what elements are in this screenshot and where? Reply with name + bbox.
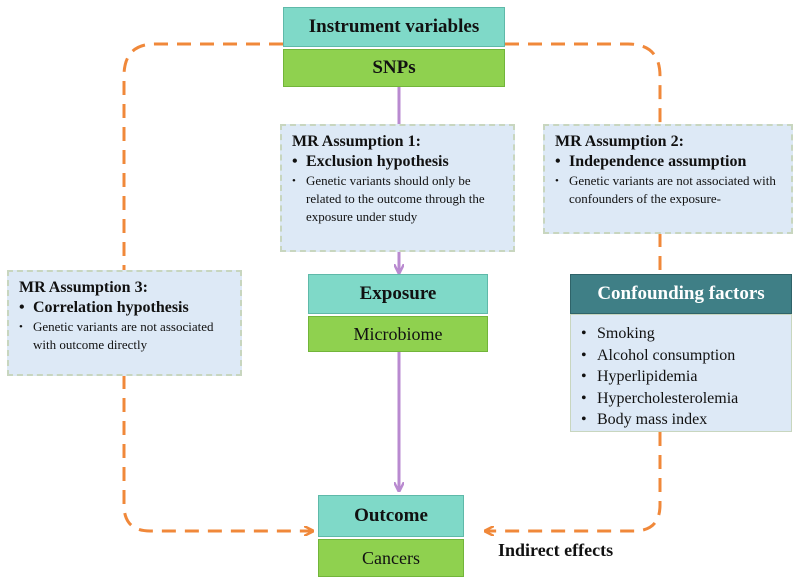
bullet-icon: • [581, 411, 587, 428]
outcome-box: Outcome [318, 495, 464, 537]
dashed-path-left [122, 42, 283, 270]
microbiome-box: Microbiome [308, 316, 488, 352]
dashed-path-right [505, 42, 662, 124]
dashed-path-right-lower [486, 432, 662, 531]
outcome-title: Outcome [354, 505, 428, 526]
assumption-1-description: Genetic variants should only be related … [306, 173, 485, 224]
bullet-icon: • [555, 153, 561, 170]
confounder-smoking: Smoking [597, 325, 655, 342]
cancers-box: Cancers [318, 539, 464, 577]
bullet-icon: • [555, 175, 559, 187]
confounder-bmi: Body mass index [597, 411, 708, 428]
list-item: • Hyperlipidemia [581, 366, 781, 388]
confounder-hyperlipidemia: Hyperlipidemia [597, 368, 698, 385]
bullet-icon: • [19, 321, 23, 333]
bullet-icon: • [581, 389, 587, 407]
assumption-1-hypothesis-row: • Exclusion hypothesis [292, 152, 503, 172]
bullet-icon: • [581, 325, 587, 342]
assumption-2-title: MR Assumption 2: [555, 133, 684, 150]
bullet-icon: • [581, 346, 587, 364]
exposure-title: Exposure [359, 283, 437, 304]
exposure-box: Exposure [308, 274, 488, 314]
instrument-variables-box: Instrument variables [283, 7, 505, 47]
indirect-effects-label: Indirect effects [498, 540, 614, 560]
dashed-path-left-lower [122, 375, 312, 531]
assumption-3-desc-row: • Genetic variants are not associated wit… [19, 318, 230, 354]
bullet-icon: • [19, 299, 25, 316]
assumption-2-box: MR Assumption 2: • Independence assumptio… [543, 124, 793, 234]
bullet-icon: • [292, 153, 298, 170]
assumption-2-hypothesis-row: • Independence assumption [555, 152, 781, 172]
assumption-3-box: MR Assumption 3: • Correlation hypothesis… [7, 270, 242, 376]
instrument-variables-title: Instrument variables [308, 16, 480, 37]
assumption-3-hypothesis: Correlation hypothesis [33, 299, 189, 316]
assumption-1-desc-row: • Genetic variants should only be related… [292, 172, 503, 226]
snps-label: SNPs [372, 57, 416, 78]
assumption-3-hypothesis-row: • Correlation hypothesis [19, 298, 230, 318]
confounding-factors-header: Confounding factors [570, 274, 792, 314]
confounder-alcohol: Alcohol consumption [597, 346, 736, 364]
assumption-1-title: MR Assumption 1: [292, 133, 421, 150]
microbiome-label: Microbiome [353, 323, 443, 344]
bullet-icon: • [581, 368, 587, 385]
cancers-label: Cancers [362, 547, 420, 568]
confounding-factors-list: • Smoking • Alcohol consumption • Hyperlipi… [570, 314, 792, 432]
list-item: • Hypercholesterolemia [581, 388, 781, 410]
list-item: • Alcohol consumption [581, 345, 781, 367]
confounding-factors-title: Confounding factors [597, 283, 765, 304]
assumption-2-hypothesis: Independence assumption [569, 153, 747, 170]
assumption-1-box: MR Assumption 1: • Exclusion hypothesis •… [280, 124, 515, 252]
assumption-2-description: Genetic variants are not associated with… [569, 173, 776, 206]
bullet-icon: • [292, 175, 296, 187]
assumption-3-description: Genetic variants are not associated with… [33, 319, 214, 352]
snps-box: SNPs [283, 49, 505, 87]
assumption-2-desc-row: • Genetic variants are not associated wit… [555, 172, 781, 208]
assumption-1-hypothesis: Exclusion hypothesis [306, 153, 449, 170]
assumption-3-title: MR Assumption 3: [19, 279, 148, 296]
confounder-hypercholesterolemia: Hypercholesterolemia [597, 389, 739, 407]
list-item: • Smoking [581, 323, 781, 345]
list-item: • Body mass index [581, 409, 781, 431]
